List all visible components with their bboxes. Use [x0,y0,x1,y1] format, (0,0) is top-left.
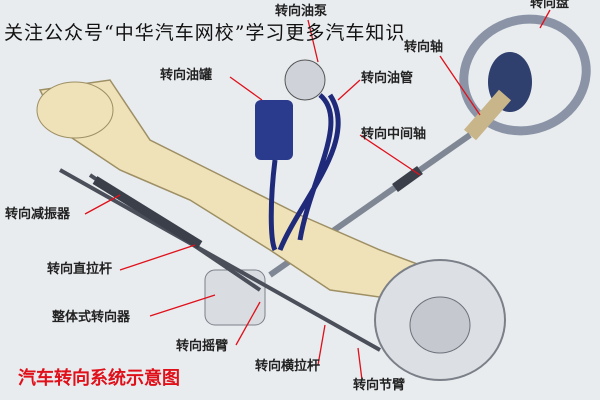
label-oil-pipe: 转向油管 [361,71,414,86]
label-intermediate-shaft: 转向中间轴 [361,127,427,142]
label-knuckle-arm: 转向节臂 [353,378,406,393]
label-steering-wheel: 转向盘 [530,0,570,11]
steering-pump [284,59,326,101]
label-steering-damper: 转向减振器 [5,207,71,222]
label-oil-reservoir: 转向油罐 [160,68,213,83]
label-tie-rod: 转向横拉杆 [255,359,321,374]
hub-cap [409,296,471,354]
steering-shaft [463,89,512,141]
steering-damper [92,176,203,249]
leader-lines [84,9,551,381]
label-pitman-arm: 转向摇臂 [176,339,229,354]
label-steering-pump: 转向油泵 [275,4,328,19]
oil-reservoir [255,100,293,160]
label-steering-shaft: 转向轴 [404,40,444,55]
label-integral-gear: 整体式转向器 [52,310,131,325]
left-hub [36,81,114,139]
diagram-title: 汽车转向系统示意图 [18,368,180,389]
tie-rod [59,168,381,352]
oil-hose [268,93,341,252]
promo-banner: 关注公众号“中华汽车网校”学习更多汽车知识 [4,22,406,44]
label-drag-link: 转向直拉杆 [47,262,113,277]
